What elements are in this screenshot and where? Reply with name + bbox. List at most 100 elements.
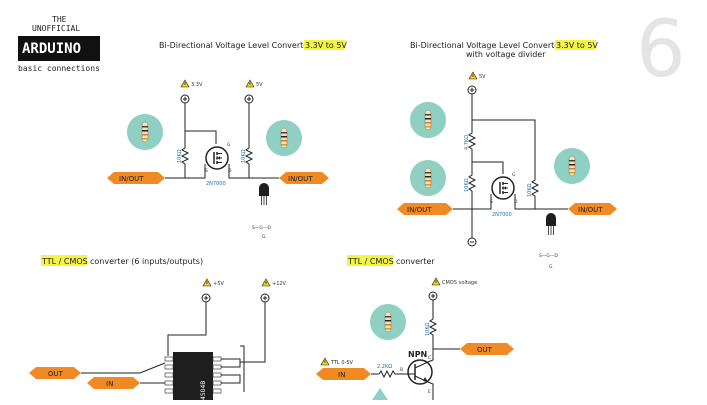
io-tag-in [316,368,371,380]
diagram2-part: 2N7000 [492,212,512,218]
diagram1-io-right: IN/OUT [288,175,313,183]
io-tag-left [397,203,453,215]
diagram2-io-left: IN/OUT [407,206,432,214]
diagram4-pin-b: B [400,367,403,373]
warning-icon [202,278,212,287]
terminal-icon-high [244,94,254,104]
diagram2-title-highlight-bg [555,40,596,50]
diagram3-chip: 4504B [200,381,207,400]
resistor-callout-icon [126,113,164,151]
diagram1-title-prefix: Bi-Directional Voltage Level Converter [159,41,312,50]
diagram1-pin-s: S [205,168,208,174]
diagram4-v-cmos: CMOS voltage [442,280,477,286]
resistor-callout-icon [369,303,407,341]
diagram2-v-high: 5V [479,74,486,80]
terminal-icon-5v [201,293,211,303]
diagram3-title-highlight: TTL / CMOS [41,257,88,266]
resistor-callout-icon [409,159,447,197]
diagram4-title-highlight-bg [347,255,393,266]
diagram-level-converter: Bi-Directional Voltage Level Converter 3… [107,40,347,240]
warning-icon [261,278,271,287]
diagram1-pin-d: D [228,168,232,174]
diagram1-pinout-g: G [262,234,266,240]
diagram3-title-suffix: converter (6 inputs/outputs) [90,257,203,266]
diagram4-title-highlight: TTL / CMOS [347,257,394,266]
page-number: 6 [636,5,686,95]
diagram1-v-high: 5V [256,82,263,88]
diagram4-title-suffix: converter [396,257,435,266]
diagram3-io-out: OUT [48,370,64,378]
mosfet-icon [491,176,515,200]
diagram1-part: 2N7000 [206,181,226,187]
diagram-ttl-cmos-6ch: TTL / CMOS converter (6 inputs/outputs) … [29,255,287,400]
logo-tagline: basic connections [18,64,100,73]
warning-icon [245,79,255,88]
diagram3-io-in: IN [106,380,113,388]
diagram-ttl-cmos-single: TTL / CMOS converter CMOS voltage 10KΩ O… [316,255,514,400]
diagram4-r-base: 2.2KΩ [377,364,392,370]
diagram4-pin-c: C [428,355,431,361]
diagram2-pin-g: G [512,172,516,178]
warning-icon [431,277,441,286]
resistor-callout-icon [409,101,447,139]
warning-icon [320,357,330,366]
ground-terminal-icon [467,237,477,247]
diagram4-io-in: IN [338,371,345,379]
diagram2-r2: 10KΩ [464,178,470,192]
arduino-logo: THE UNOFFICIAL ARDUINO basic connections [18,15,100,73]
diagram4-v-ttl: TTL 0-5V [330,360,354,366]
io-tag-left [107,172,165,184]
diagram2-io-right: IN/OUT [578,206,603,214]
diagram3-title-highlight-bg [41,255,87,266]
diagram1-io-left: IN/OUT [119,175,144,183]
resistor-callout-icon [553,147,591,185]
diagram4-pin-e: E [428,389,431,395]
logo-line1: THE [52,15,67,24]
warning-icon [468,71,478,80]
io-tag-in [87,377,140,389]
resistor-callout-icon [372,388,388,400]
diagram2-title-prefix: Bi-Directional Voltage Level Converter [410,41,563,50]
diagram2-title-line2: with voltage divider [466,50,546,59]
logo-brand: ARDUINO [22,41,81,57]
diagram1-r-left: 10KΩ [177,149,183,163]
npn-transistor-icon [407,359,434,400]
diagram2-r1: 4.7KΩ [464,135,470,150]
diagram2-title-highlight: 3.3V to 5V [556,41,598,50]
transistor-package-icon [545,212,557,236]
diagram2-r3: 10KΩ [527,183,533,197]
diagram1-pin-g: G [227,142,231,148]
diagram1-title-highlight: 3.3V to 5V [305,41,347,50]
diagram2-pin-d: D [514,199,518,205]
diagram4-transistor: NPN [408,350,427,359]
diagram3-v2: +12V [272,281,287,287]
diagram2-pinout-g: G [549,264,553,270]
io-tag-right [279,172,329,184]
terminal-icon [467,85,477,95]
terminal-icon-12v [260,293,270,303]
transistor-package-icon [258,182,270,206]
mosfet-icon [205,146,229,170]
ic-pins [164,356,222,394]
resistor-base [375,370,399,378]
io-tag-out [460,343,514,355]
diagram2-pinout: S—G—D [539,253,558,259]
io-tag-right [568,203,617,215]
logo-badge [18,36,100,61]
diagram1-r-right: 10KΩ [241,149,247,163]
diagram4-io-out: OUT [477,346,493,354]
diagram4-r-collector: 10KΩ [425,322,431,336]
warning-icon [180,79,190,88]
diagram1-pinout: S—G—D [252,225,271,231]
io-tag-out [29,367,81,379]
terminal-icon [428,291,438,301]
diagram3-v1: +5V [213,281,224,287]
terminal-icon-low [180,94,190,104]
logo-line2: UNOFFICIAL [32,24,80,33]
resistor-callout-icon [265,119,303,157]
diagram1-v-low: 3.3V [191,82,203,88]
ic-4504b [173,352,213,400]
diagram-level-converter-divider: Bi-Directional Voltage Level Converter 3… [397,40,617,270]
